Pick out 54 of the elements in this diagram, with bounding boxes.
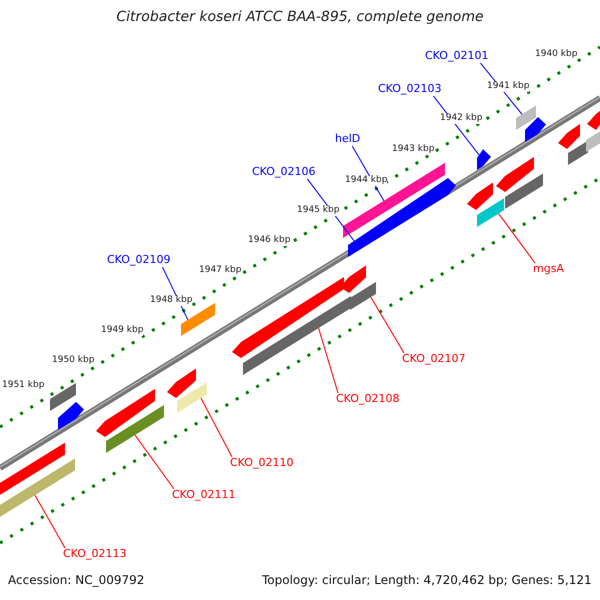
gene-bar <box>177 382 207 413</box>
scale-label: 1943 kbp <box>392 145 434 155</box>
gene-label: CKO_02103 <box>378 83 442 96</box>
genome-stats-text: Topology: circular; Length: 4,720,462 bp; Genes: 5,121 <box>262 574 592 588</box>
leader-line <box>34 494 66 548</box>
gene-label: CKO_02110 <box>230 457 294 470</box>
scale-label: 1951 kbp <box>2 381 44 391</box>
gene-bar <box>343 162 445 238</box>
gene-bar <box>350 282 376 310</box>
gene-bar <box>477 149 491 170</box>
scale-label: 1946 kbp <box>248 236 290 246</box>
title: Citrobacter koseri ATCC BAA-895, complete genome <box>115 10 485 26</box>
gene-bar <box>586 131 600 152</box>
leader-line <box>318 328 338 394</box>
leader-line <box>200 398 232 458</box>
scale-label: 1944 kbp <box>345 176 388 186</box>
scale-label: 1945 kbp <box>297 206 340 216</box>
gene-label: helD <box>335 133 360 146</box>
scale-label: 1947 kbp <box>199 266 242 276</box>
leader-line <box>370 296 404 354</box>
gene-bar <box>558 124 580 149</box>
scale-label: 1940 kbp <box>535 50 578 60</box>
scale-label: 1950 kbp <box>52 356 94 366</box>
gene-bar <box>96 388 155 437</box>
gene-bar <box>568 140 588 165</box>
gene-bar <box>505 173 543 209</box>
gene-bar <box>525 116 546 142</box>
gene-label: CKO_02106 <box>252 166 316 178</box>
scale-label: 1941 kbp <box>487 82 530 92</box>
scale-label: 1942 kbp <box>440 114 482 124</box>
gene-label: CKO_02113 <box>63 548 126 560</box>
leader-line <box>498 213 536 264</box>
gene-bar <box>58 402 84 430</box>
gene-bar <box>243 296 351 375</box>
gene-bar <box>181 302 215 336</box>
leader-line <box>134 434 174 490</box>
gene-label: CKO_02108 <box>336 393 400 406</box>
gene-label: CKO_02111 <box>172 489 236 502</box>
gene-bar <box>467 182 493 210</box>
scale-label: 1949 kbp <box>101 326 144 336</box>
gene-bar <box>50 382 76 411</box>
gene-label: CKO_02107 <box>402 353 466 366</box>
gene-bar <box>167 368 196 398</box>
gene-label: CKO_02109 <box>107 254 170 266</box>
scale-label: 1948 kbp <box>150 296 192 306</box>
gene-label: CKO_02101 <box>425 50 488 62</box>
gene-bar <box>587 108 600 130</box>
gene-bar <box>477 198 504 227</box>
gene-bar <box>516 106 536 130</box>
accession-text: Accession: NC_009792 <box>8 574 144 588</box>
gene-bar <box>496 156 534 192</box>
gene-bar <box>106 405 164 453</box>
gene-bar <box>232 277 344 358</box>
gene-label: mgsA <box>533 263 564 276</box>
